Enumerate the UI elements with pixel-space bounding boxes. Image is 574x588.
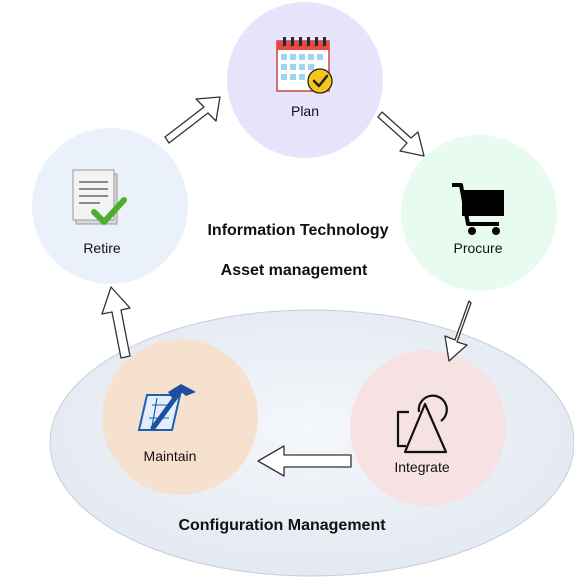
plan-label: Plan: [290, 103, 320, 119]
calendar-check-icon: [276, 37, 333, 94]
shopping-cart-icon: [452, 183, 504, 235]
shapes-icon: [396, 394, 448, 454]
configuration-management-label: Configuration Management: [178, 517, 386, 534]
document-check-icon: [72, 169, 127, 225]
maintain-label: Maintain: [143, 448, 197, 464]
arrow-integrate-to-maintain: [257, 445, 352, 477]
integrate-node[interactable]: [350, 350, 506, 506]
arrow-maintain-to-retire: [101, 286, 131, 359]
arrow-retire-to-plan: [164, 96, 221, 144]
arrow-procure-to-integrate: [444, 300, 472, 362]
center-title-line2: Asset management: [220, 262, 368, 279]
center-title-line1: Information Technology: [207, 222, 389, 239]
arrow-plan-to-procure: [377, 111, 425, 157]
maintain-node[interactable]: [102, 339, 258, 495]
procure-label: Procure: [453, 240, 503, 256]
blueprint-hammer-icon: [137, 384, 196, 431]
retire-label: Retire: [83, 240, 121, 256]
integrate-label: Integrate: [394, 459, 450, 475]
